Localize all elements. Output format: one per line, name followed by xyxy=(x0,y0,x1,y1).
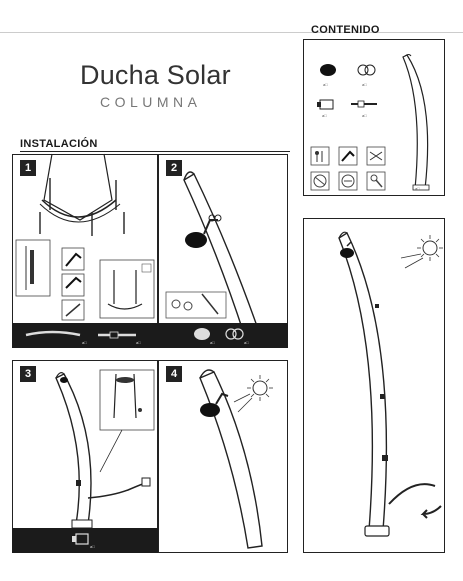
step-3-code-a: a□ xyxy=(90,544,95,549)
contents-code-e: a□ xyxy=(415,186,420,191)
step-3-number: 3 xyxy=(20,366,36,382)
step-2-parts-bar xyxy=(158,323,288,348)
step-2-code-a: a□ xyxy=(210,340,215,345)
step-3-parts xyxy=(72,533,89,545)
step-4-illustration xyxy=(199,369,273,549)
installation-divider xyxy=(20,151,290,152)
step-2-parts xyxy=(194,328,244,340)
contents-code-c: a□ xyxy=(322,113,327,118)
step-4-number: 4 xyxy=(166,366,182,382)
step-3-parts-bar xyxy=(12,528,158,553)
installation-heading: INSTALACIÓN xyxy=(20,138,98,150)
contents-illustration xyxy=(310,54,430,191)
step-1-number: 1 xyxy=(20,160,36,176)
top-divider xyxy=(0,32,463,33)
step-2-code-b: a□ xyxy=(244,340,249,345)
overview-illustration xyxy=(338,231,443,537)
step-1-code-a: a□ xyxy=(82,340,87,345)
document-subtitle: COLUMNA xyxy=(100,94,202,110)
contents-code-d: a□ xyxy=(362,113,367,118)
step-1-illustration xyxy=(15,153,155,321)
contents-heading: CONTENIDO xyxy=(311,24,380,36)
step-2-illustration xyxy=(165,171,259,335)
step-1-parts xyxy=(25,330,136,339)
contents-code-a: a□ xyxy=(323,82,328,87)
step-2-number: 2 xyxy=(166,160,182,176)
document-title: Ducha Solar xyxy=(80,60,231,90)
step-1-code-b: a□ xyxy=(136,340,141,345)
step-3-illustration xyxy=(55,369,155,529)
contents-code-b: a□ xyxy=(362,82,367,87)
